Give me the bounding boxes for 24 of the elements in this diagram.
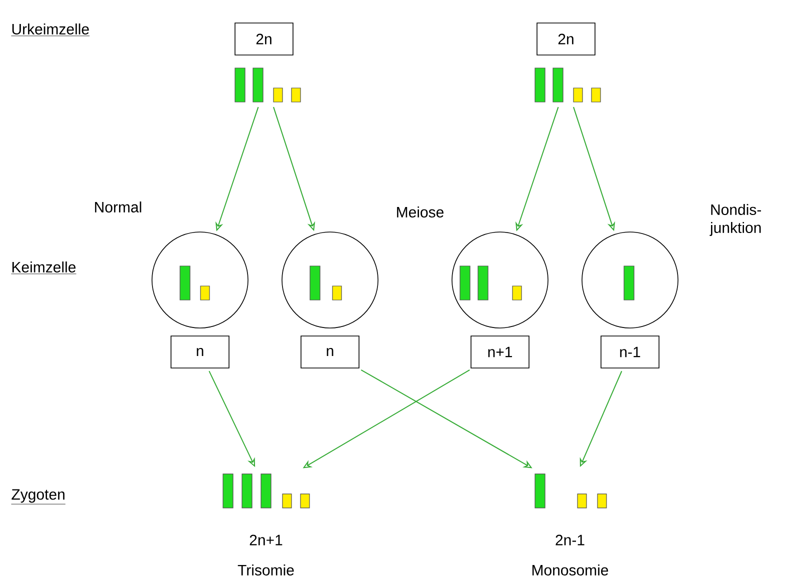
chromosome-drawing [234,68,301,102]
row-heading: Zygoten [11,489,66,504]
side-label: Nondis- junktion [710,204,761,236]
node-label: 2n-1 [556,534,584,546]
label-box: n [300,336,360,368]
side-label: Normal [95,201,142,212]
label-box: n [170,336,230,368]
cell-drawing [282,232,378,328]
label-box: 2n [234,22,294,56]
side-label: Meiose [397,206,444,218]
label-box: n+1 [470,336,530,368]
row-heading: Urkeimzelle [11,23,90,36]
cell-drawing [152,232,248,328]
cell-drawing [452,232,548,328]
chromosome-drawing [534,474,607,508]
label-box: 2n [536,22,596,56]
node-label: Trisomie [238,564,294,576]
node-label: Monosomie [532,564,608,576]
row-heading: Keimzelle [11,261,76,274]
cell-drawing [582,232,678,328]
node-label: 2n+1 [250,534,282,546]
chromosome-drawing [222,474,310,508]
label-box: n-1 [600,336,660,368]
chromosome-drawing [534,68,601,102]
